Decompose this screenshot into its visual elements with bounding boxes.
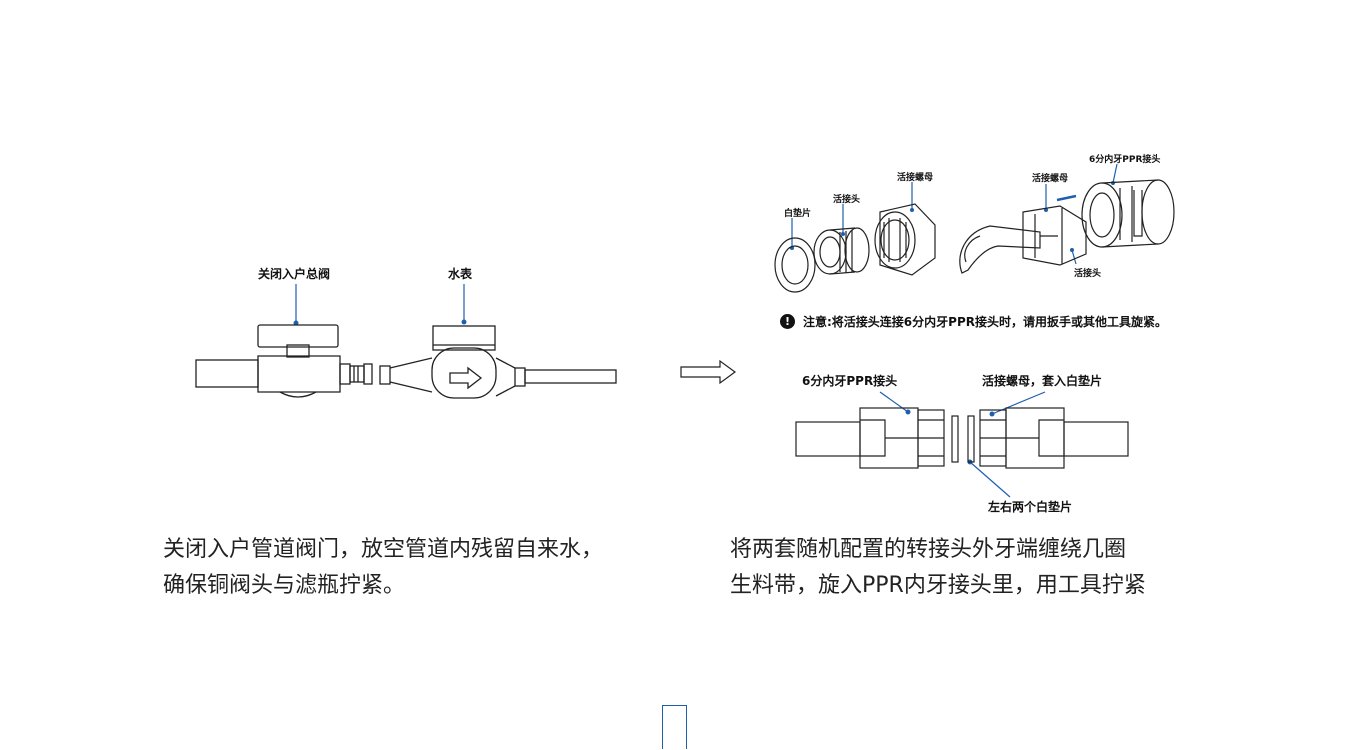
label-gasket: 白垫片: [784, 209, 812, 219]
step2-caption-line2: 生料带，旋入PPR内牙接头里，用工具拧紧: [730, 573, 1146, 598]
step2-caption-line1: 将两套随机配置的转接头外牙端缠绕几圈: [730, 537, 1127, 562]
label-nut-with-gasket: 活接螺母，套入白垫片: [982, 374, 1103, 388]
warning-text: 注意:将活接头连接6分内牙PPR接头时，请用扳手或其他工具旋紧。: [803, 315, 1167, 329]
label-ppr-fitting-top: 6分内牙PPR接头: [1089, 155, 1161, 165]
exclamation-icon: !: [780, 314, 795, 329]
bottom-frame-box: [662, 705, 687, 749]
label-ppr-fitting-bottom: 6分内牙PPR接头: [802, 374, 898, 388]
label-union-nut: 活接螺母: [897, 173, 934, 183]
label-union-head: 活接头: [833, 195, 861, 205]
step1-caption-line1: 关闭入户管道阀门，放空管道内残留自来水，: [163, 537, 604, 562]
label-main-valve: 关闭入户总阀: [258, 267, 331, 281]
step1-caption-line2: 确保铜阀头与滤瓶拧紧。: [163, 573, 406, 598]
label-union-head-top: 活接头: [1074, 269, 1102, 279]
label-two-gaskets: 左右两个白垫片: [988, 500, 1073, 514]
label-union-nut-top: 活接螺母: [1032, 174, 1069, 184]
label-water-meter: 水表: [448, 267, 473, 281]
warning-note: ! 注意:将活接头连接6分内牙PPR接头时，请用扳手或其他工具旋紧。: [780, 313, 1167, 330]
